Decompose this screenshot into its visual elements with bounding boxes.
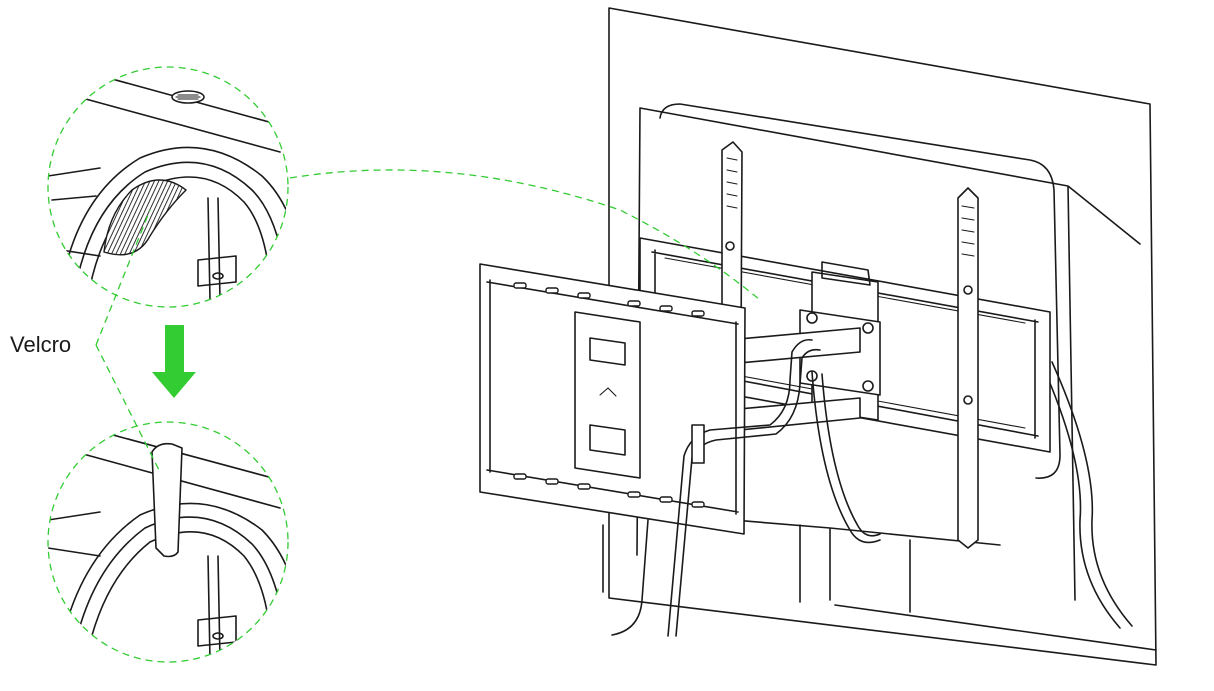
cable-velcro-strap: [691, 424, 705, 464]
zoom-leader-line: [289, 169, 761, 301]
velcro-label: Velcro: [10, 332, 72, 357]
label-leader-top: [95, 209, 151, 346]
arrow-down-icon: [152, 325, 196, 398]
detail-view-after: [47, 421, 289, 663]
zoom-circle-top: [47, 66, 289, 308]
tv-bracket-right: [957, 187, 979, 549]
zoom-circle-bottom: [47, 421, 289, 663]
tv-mount-plate: [479, 263, 746, 535]
detail-view-before: [47, 66, 289, 308]
label-leader-bottom: [95, 344, 161, 473]
